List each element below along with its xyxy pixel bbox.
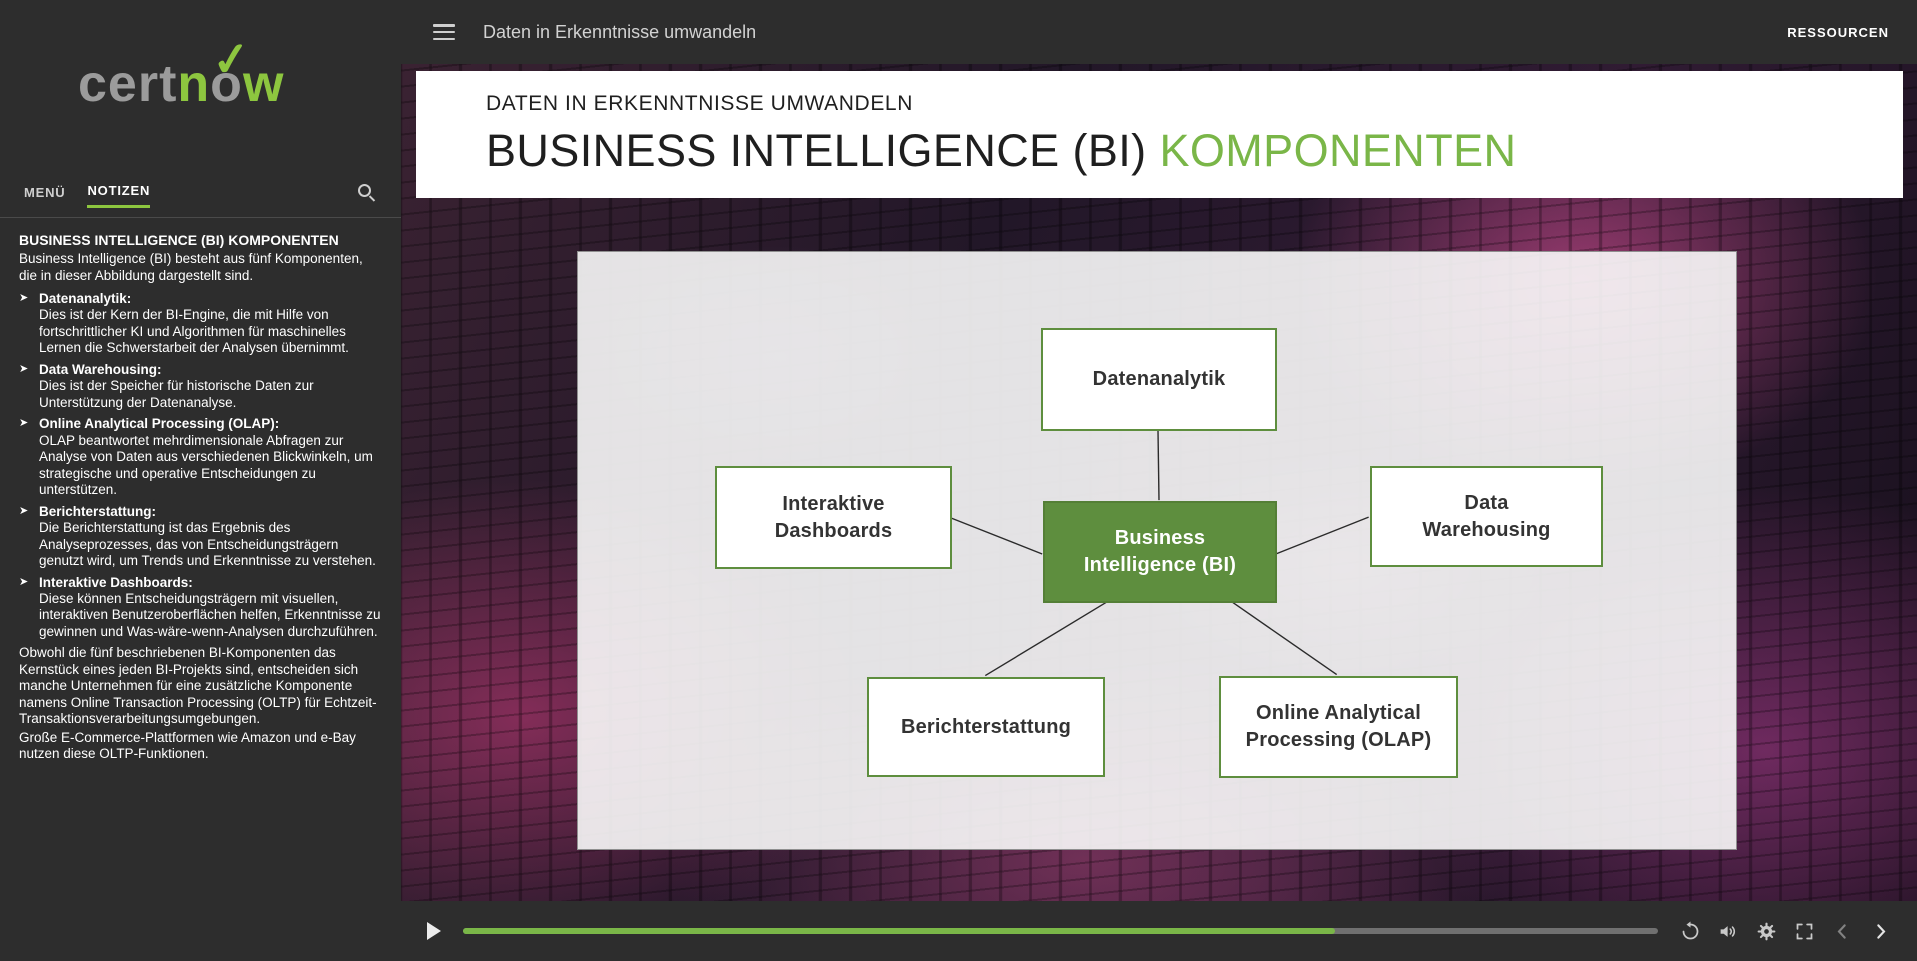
note-title: Datenanalytik:: [39, 291, 132, 307]
logo-text-w: w: [242, 55, 285, 113]
replay-icon[interactable]: [1680, 921, 1701, 942]
diagram-node-berichterstattung: Berichterstattung: [867, 677, 1105, 777]
note-title: Berichterstattung:: [39, 503, 157, 519]
diagram-node-olap: Online Analytical Processing (OLAP): [1219, 676, 1458, 778]
arrow-bullet-icon: ➤: [19, 417, 29, 430]
check-icon: ✓: [209, 31, 255, 87]
slide-kicker: DATEN IN ERKENNTNISSE UMWANDELN: [486, 92, 913, 115]
arrow-bullet-icon: ➤: [19, 292, 29, 305]
tab-menu[interactable]: MENÜ: [24, 184, 66, 200]
play-button[interactable]: [427, 922, 441, 940]
note-title: Data Warehousing:: [39, 361, 162, 377]
note-body: Diese können Entscheidungsträgern mit vi…: [39, 590, 381, 639]
slide-title-green: KOMPONENTEN: [1159, 125, 1517, 176]
diagram-panel: Datenanalytik Interaktive Dashboards Dat…: [577, 251, 1737, 850]
topbar: Daten in Erkenntnisse umwandeln RESSOURC…: [401, 0, 1917, 64]
note-title: Interaktive Dashboards:: [39, 574, 193, 590]
note-body: Dies ist der Speicher für historische Da…: [39, 378, 314, 410]
prev-slide-icon[interactable]: [1832, 921, 1853, 942]
progress-fill: [463, 928, 1336, 934]
note-item: ➤ Datenanalytik: Dies ist der Kern der B…: [19, 291, 381, 357]
next-slide-icon[interactable]: [1870, 921, 1891, 942]
player-bar: [401, 901, 1917, 961]
sidebar-tabs: MENÜ NOTIZEN: [0, 168, 401, 218]
fullscreen-icon[interactable]: [1794, 921, 1815, 942]
notes-outro-2: Große E-Commerce-Plattformen wie Amazon …: [19, 729, 356, 762]
diagram-node-warehousing: Data Warehousing: [1370, 466, 1603, 567]
notes-outro-1: Obwohl die fünf beschriebenen BI-Kompone…: [19, 645, 377, 727]
notes-heading: BUSINESS INTELLIGENCE (BI) KOMPONENTEN: [19, 232, 339, 248]
note-body: Die Berichterstattung ist das Ergebnis d…: [39, 520, 376, 569]
tab-notizen[interactable]: NOTIZEN: [87, 177, 151, 208]
slide-stage: DATEN IN ERKENNTNISSE UMWANDELN BUSINESS…: [401, 64, 1917, 901]
note-body: Dies ist der Kern der BI-Engine, die mit…: [39, 307, 349, 356]
settings-gear-icon[interactable]: [1756, 921, 1777, 942]
diagram-node-datenanalytik: Datenanalytik: [1041, 328, 1277, 431]
notes-intro: Business Intelligence (BI) besteht aus f…: [19, 251, 363, 283]
lesson-title: Daten in Erkenntnisse umwandeln: [483, 21, 757, 42]
arrow-bullet-icon: ➤: [19, 504, 29, 517]
note-item: ➤ Online Analytical Processing (OLAP): O…: [19, 416, 381, 498]
search-icon[interactable]: [357, 183, 377, 203]
resources-button[interactable]: RESSOURCEN: [1787, 24, 1889, 40]
volume-icon[interactable]: [1718, 921, 1739, 942]
note-item: ➤ Berichterstattung: Die Berichterstattu…: [19, 504, 381, 570]
diagram-node-dashboards: Interaktive Dashboards: [715, 466, 952, 569]
logo-o: o✓: [209, 31, 255, 113]
slide-title: BUSINESS INTELLIGENCE (BI) KOMPONENTEN: [486, 125, 1903, 177]
main-area: Daten in Erkenntnisse umwandeln RESSOURC…: [401, 0, 1917, 961]
arrow-bullet-icon: ➤: [19, 575, 29, 588]
logo-text-cert: cert: [78, 55, 178, 113]
search-lens: [358, 183, 371, 197]
note-item: ➤ Interaktive Dashboards: Diese können E…: [19, 575, 381, 641]
logo-text-n: n: [177, 55, 211, 113]
arrow-bullet-icon: ➤: [19, 362, 29, 375]
diagram-node-center-bi: Business Intelligence (BI): [1043, 501, 1277, 603]
slide-title-dark: BUSINESS INTELLIGENCE (BI): [486, 125, 1147, 176]
progress-bar[interactable]: [463, 928, 1658, 934]
search-handle: [368, 194, 376, 202]
note-item: ➤ Data Warehousing: Dies ist der Speiche…: [19, 362, 381, 411]
note-body: OLAP beantwortet mehrdimensionale Abfrag…: [39, 432, 373, 498]
notes-panel: BUSINESS INTELLIGENCE (BI) KOMPONENTEN B…: [0, 218, 401, 763]
diagram-connectors: [951, 430, 1369, 677]
note-title: Online Analytical Processing (OLAP):: [39, 416, 280, 432]
menu-icon[interactable]: [433, 24, 455, 40]
player-controls: [1680, 921, 1891, 942]
slide-title-band: DATEN IN ERKENNTNISSE UMWANDELN BUSINESS…: [416, 71, 1903, 198]
